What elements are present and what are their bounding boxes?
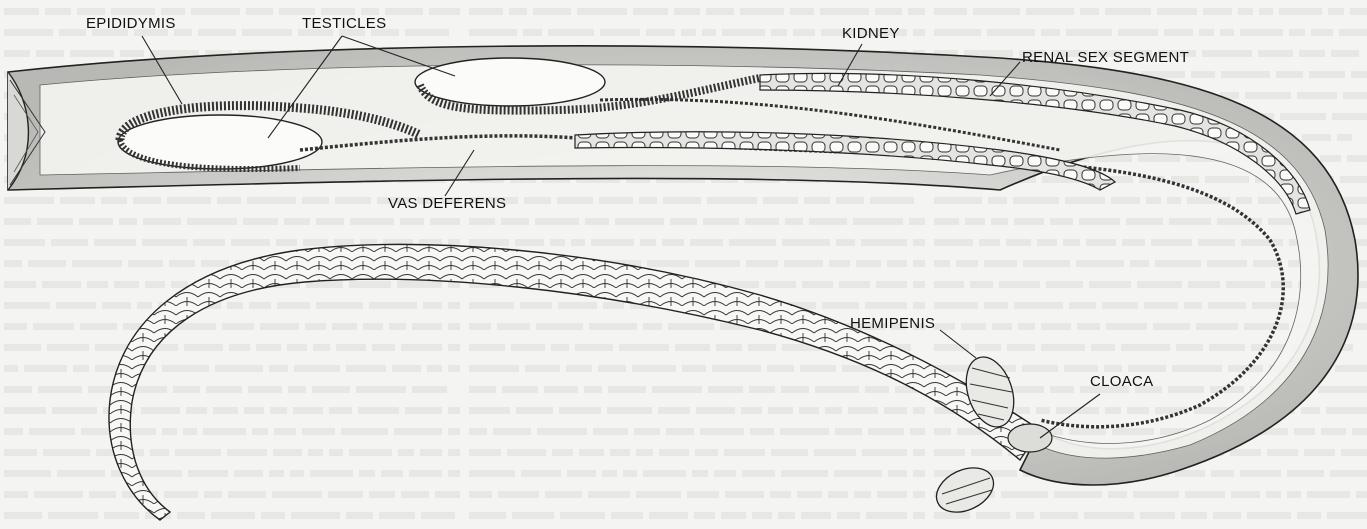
leader-cloaca [1040,394,1100,438]
label-hemipenis: HEMIPENIS [850,315,935,332]
label-kidney: KIDNEY [842,25,900,42]
label-vas-deferens: VAS DEFERENS [388,195,506,212]
testicle-right [415,58,605,106]
cloaca-opening [1008,424,1052,452]
label-renal-sex-segment: RENAL SEX SEGMENT [1022,49,1189,66]
snake-tail-scaled [109,244,1040,520]
label-cloaca: CLOACA [1090,373,1154,390]
hemipenis-lower [929,459,1000,521]
label-epididymis: EPIDIDYMIS [86,15,176,32]
label-testicles: TESTICLES [302,15,386,32]
leader-hemipenis [940,330,976,358]
